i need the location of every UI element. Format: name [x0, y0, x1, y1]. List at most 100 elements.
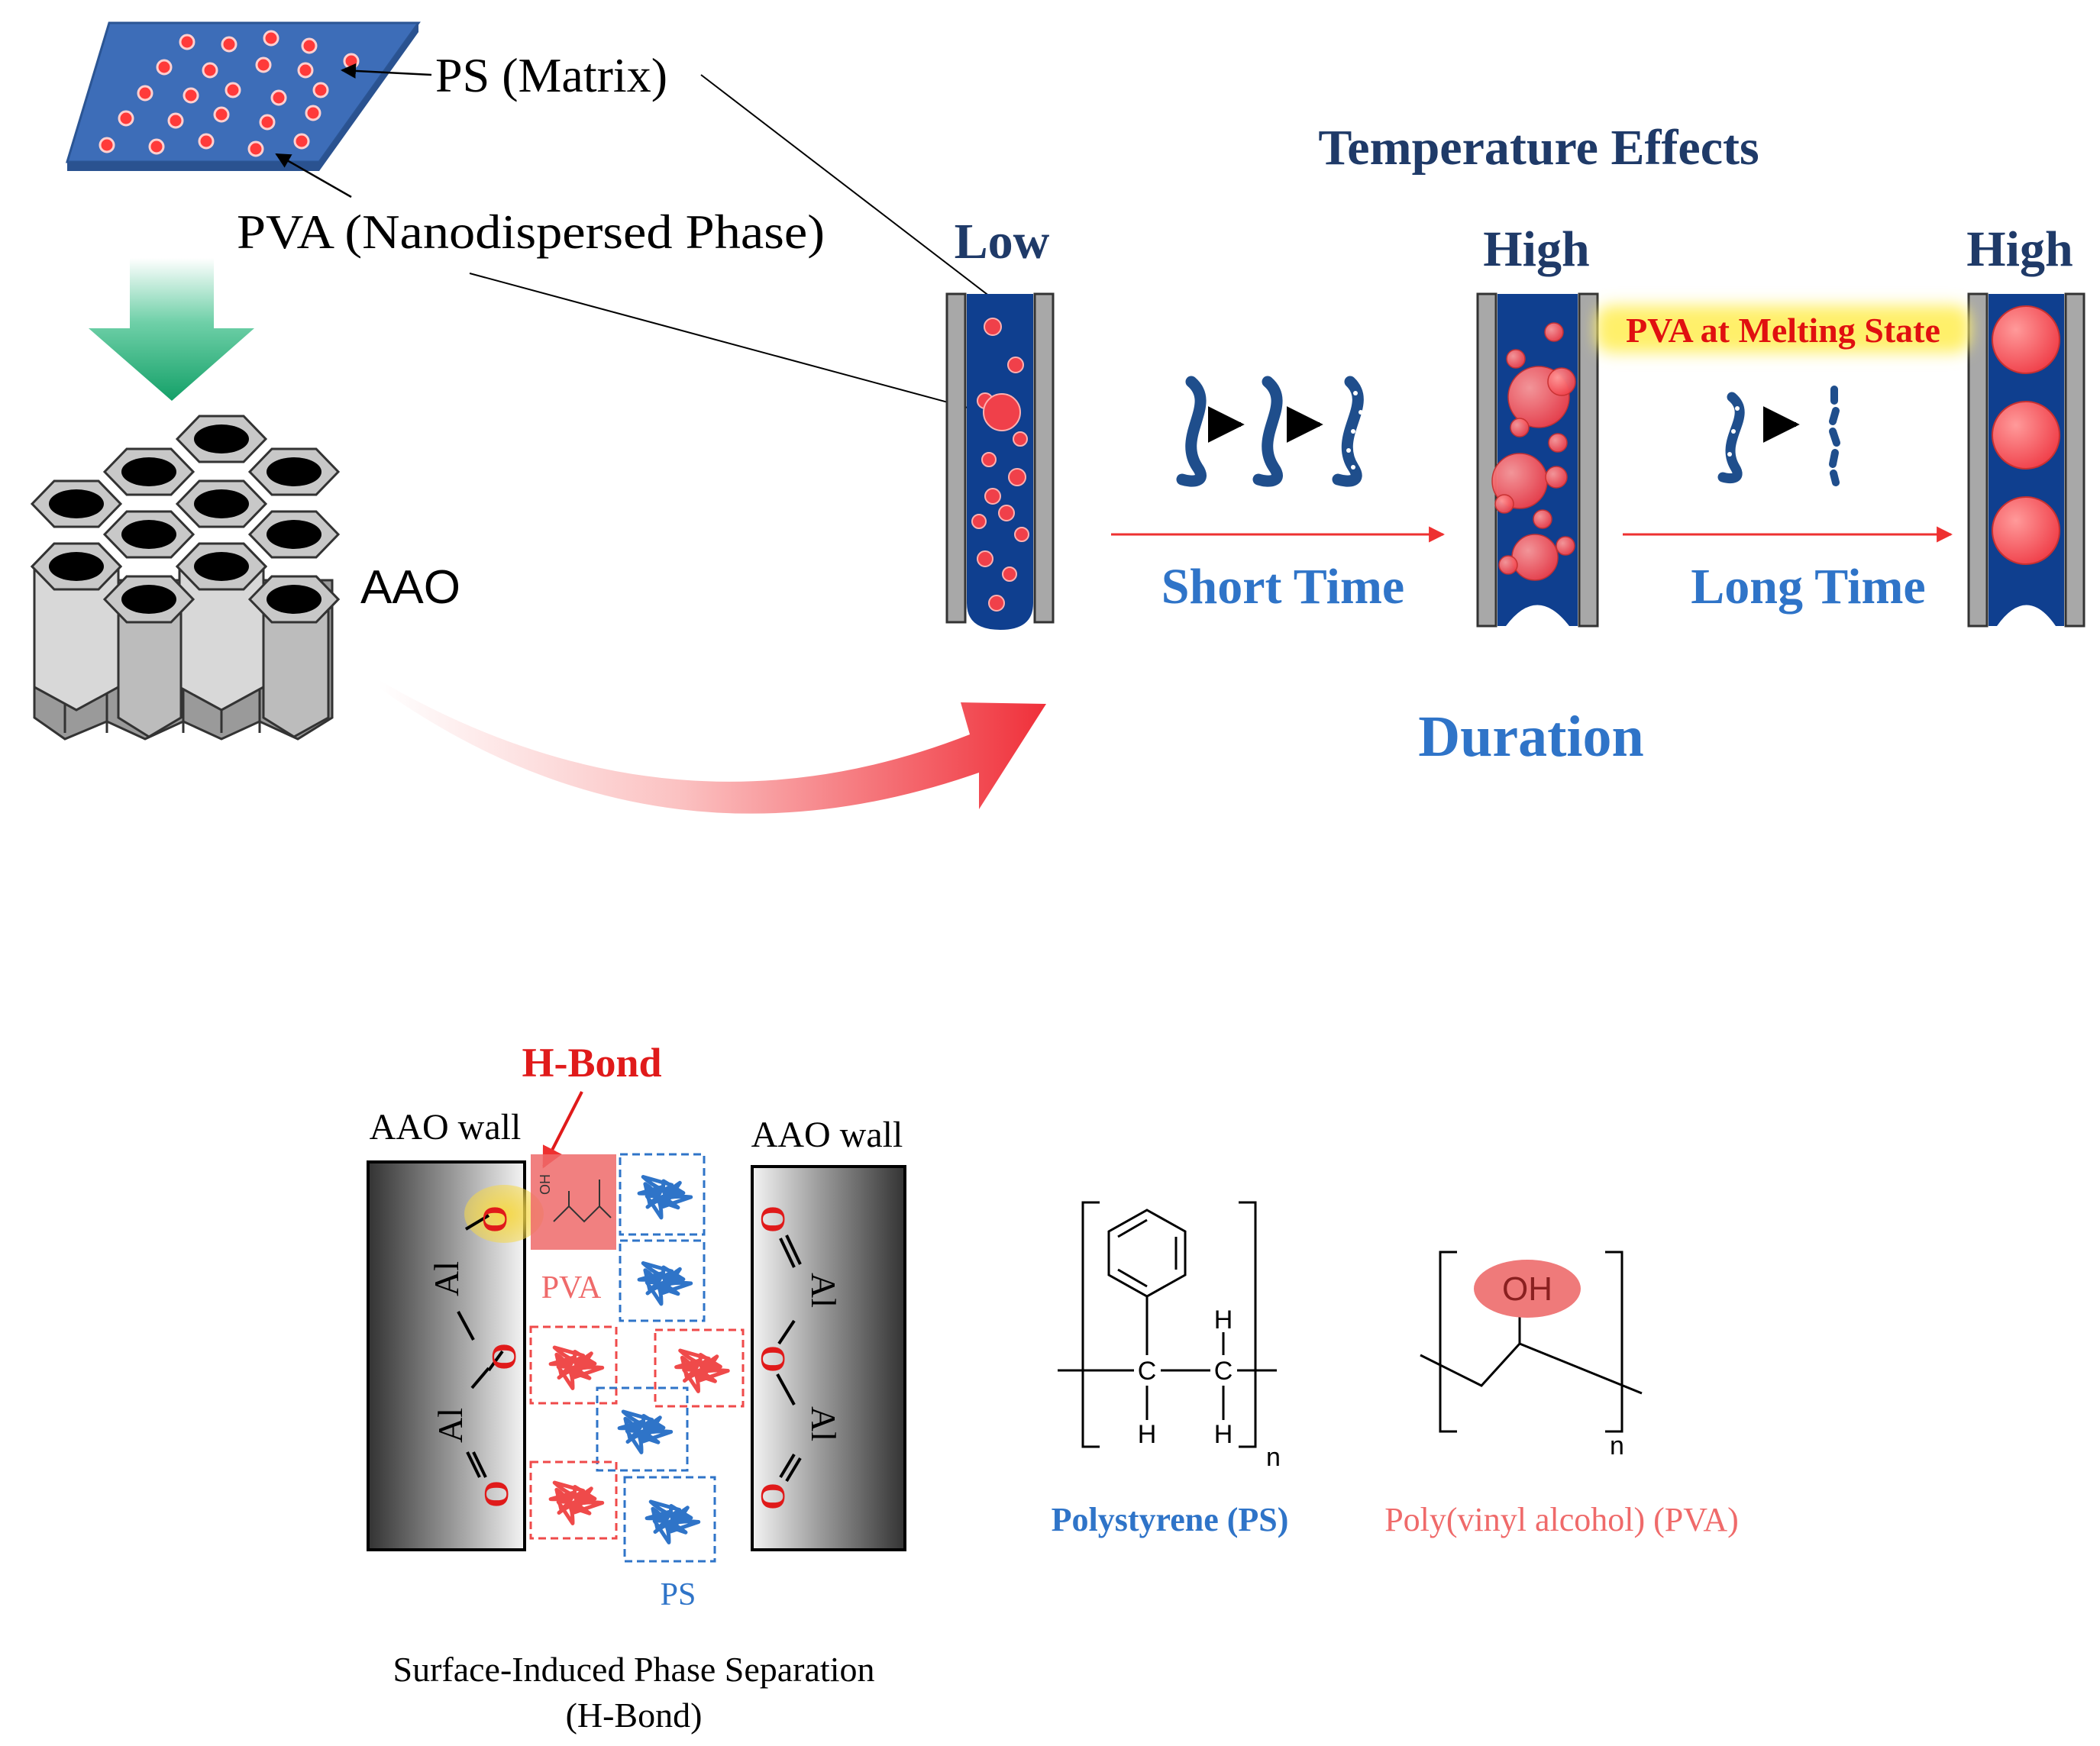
caption-line-2: (H-Bond)	[566, 1696, 703, 1735]
pva-melting-label: PVA at Melting State	[1626, 311, 1940, 350]
ps-coil-box	[619, 1239, 706, 1322]
pva-droplet	[1494, 494, 1514, 514]
pva-droplet	[998, 505, 1015, 521]
ps-pointer-long	[700, 74, 1031, 328]
pva-dot	[247, 140, 264, 157]
caption-line-1: Surface-Induced Phase Separation	[393, 1650, 875, 1689]
atom-o-5: O	[753, 1345, 792, 1373]
atom-o-6: O	[753, 1483, 792, 1510]
pva-dot	[213, 106, 230, 123]
atom-o-4: O	[753, 1205, 792, 1233]
left-wall-chemistry	[457, 1214, 504, 1478]
ps-c2: C	[1214, 1357, 1233, 1386]
polystyrene-structure	[1058, 1201, 1277, 1448]
pva-droplet	[1533, 509, 1552, 529]
aao-label: AAO	[360, 561, 460, 614]
pva-n: n	[1610, 1431, 1624, 1460]
pva-dot	[255, 56, 272, 73]
pva-dot	[343, 53, 360, 69]
pva-full-label: Poly(vinyl alcohol) (PVA)	[1384, 1501, 1739, 1538]
pva-dispersed-label: PVA (Nanodispersed Phase)	[237, 205, 825, 259]
pva-droplet	[1511, 534, 1559, 581]
pva-dot	[137, 85, 153, 102]
pva-droplet	[1547, 367, 1576, 396]
pva-droplet	[983, 393, 1021, 431]
pva-dot	[297, 62, 314, 79]
pva-dot	[198, 133, 215, 150]
ps-small-label: PS	[661, 1577, 696, 1612]
pva-pointer-short	[275, 153, 352, 198]
h-bond-highlight	[464, 1185, 544, 1243]
pva-droplet	[1007, 357, 1024, 373]
high-label-2: High	[1966, 221, 2073, 277]
pva-melting-glow	[1596, 305, 1970, 353]
pva-dot	[202, 62, 218, 79]
ps-c1: C	[1138, 1357, 1157, 1386]
ps-h2: H	[1138, 1420, 1157, 1449]
pva-dot	[118, 110, 134, 127]
pva-dot	[221, 36, 237, 53]
ps-coil-box	[596, 1386, 689, 1472]
pva-droplet	[971, 514, 987, 529]
pva-dot	[148, 138, 165, 155]
pva-droplet	[1008, 468, 1026, 486]
short-time-label: Short Time	[1161, 559, 1404, 615]
pva-droplet	[984, 318, 1002, 336]
pva-droplet	[1498, 555, 1518, 575]
pva-dots	[99, 30, 360, 157]
pva-droplet	[981, 452, 997, 467]
pva-droplet	[1545, 466, 1568, 489]
oh-highlight	[1474, 1260, 1581, 1318]
pva-dot	[99, 137, 115, 153]
tube-high-1	[1476, 292, 1599, 628]
atom-al-1: Al	[427, 1261, 466, 1296]
pva-droplet	[988, 595, 1005, 612]
pva-dot	[312, 82, 329, 98]
pva-droplets-low	[971, 318, 1029, 612]
polystyrene-label: Polystyrene (PS)	[1052, 1501, 1289, 1538]
long-time-label: Long Time	[1691, 559, 1925, 615]
pva-droplet	[977, 550, 993, 567]
pva-droplets-high-1	[1491, 322, 1576, 581]
atom-o-3: O	[477, 1480, 515, 1508]
pva-dot	[156, 59, 173, 76]
aao-wall-right	[751, 1165, 906, 1551]
pva-droplet	[984, 488, 1001, 505]
ps-h3: H	[1214, 1420, 1233, 1449]
aao-wall-left-label: AAO wall	[370, 1107, 522, 1147]
pva-dot	[167, 112, 184, 129]
pva-droplet	[1544, 322, 1564, 342]
red-swoosh-arrow	[378, 679, 1046, 814]
right-wall-chemistry	[776, 1234, 802, 1483]
polymer-coil-boxes	[529, 1153, 745, 1563]
h-bond-pointer	[542, 1091, 583, 1169]
atom-al-2: Al	[431, 1408, 470, 1443]
duration-label: Duration	[1418, 705, 1644, 769]
green-down-arrow	[89, 258, 254, 401]
pva-dot	[179, 34, 195, 50]
pva-oh-label: OH	[1502, 1270, 1552, 1308]
h-bond-label: H-Bond	[522, 1040, 661, 1086]
chain-sequence-short	[1176, 376, 1364, 487]
pva-small-label: PVA	[541, 1270, 602, 1305]
pva-bonded-square	[531, 1154, 616, 1250]
chain-sequence-long	[1717, 386, 1840, 486]
pva-dot	[263, 30, 279, 47]
atom-o-1: O	[475, 1205, 514, 1233]
ps-coil-box	[623, 1476, 716, 1563]
pva-droplet	[1548, 433, 1568, 453]
pva-droplet	[1013, 431, 1028, 447]
pva-coil-box	[529, 1325, 618, 1405]
pva-dot	[225, 82, 241, 98]
ps-pointer-short	[341, 63, 432, 79]
pva-structure	[1420, 1251, 1643, 1433]
atom-o-2: O	[484, 1343, 523, 1370]
pva-droplet	[1510, 418, 1530, 437]
atom-al-4: Al	[804, 1406, 843, 1441]
low-label: Low	[955, 214, 1050, 269]
pva-coil-box	[529, 1460, 618, 1540]
pva-droplet	[1506, 349, 1526, 369]
temperature-effects-title: Temperature Effects	[1318, 120, 1759, 176]
pva-dot	[183, 87, 199, 104]
